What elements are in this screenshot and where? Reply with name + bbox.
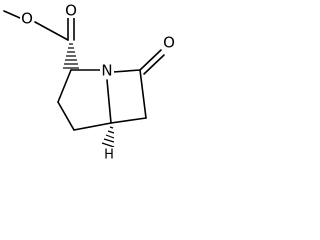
bond-c2-c3 [57, 69, 72, 103]
hashed-bond-to-h [101, 126, 115, 148]
bond-c7-c6 [139, 69, 147, 119]
chemical-structure: O O N O H [3, 2, 176, 163]
bond-c4-c5 [73, 122, 112, 131]
bond-n-c7 [112, 69, 141, 73]
lactam-carbonyl-oxygen-label: O [163, 34, 175, 52]
bond-o-carbonyl-carbon [34, 21, 69, 41]
ring-nitrogen-label: N [101, 62, 112, 80]
ester-oxygen-label: O [21, 10, 33, 28]
bond-lactam-carbonyl-2 [143, 54, 165, 75]
ester-carbonyl-oxygen-label: O [65, 2, 77, 20]
bond-lactam-carbonyl-1 [139, 49, 162, 71]
hashed-wedge-bond [63, 43, 79, 69]
bond-c6-c5 [110, 117, 147, 124]
bond-c5-n [106, 79, 112, 124]
bond-methyl-o [3, 10, 21, 19]
bridgehead-hydrogen-label: H [104, 148, 114, 163]
bond-c3-c4 [57, 101, 75, 131]
